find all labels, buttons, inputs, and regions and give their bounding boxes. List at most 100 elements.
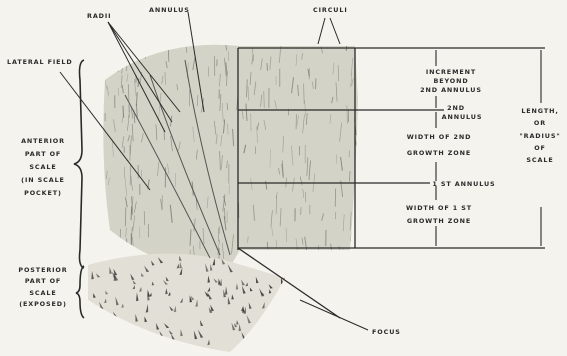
length-label: OR: [534, 119, 546, 127]
circuli-leader: [330, 18, 340, 44]
width1-label: GROWTH ZONE: [407, 217, 471, 225]
annulus-label: ANNULUS: [149, 6, 190, 14]
scale-posterior-region: [88, 254, 290, 356]
ctenii-spine: [125, 345, 128, 351]
length-label: SCALE: [526, 156, 553, 164]
ctenii-spine: [247, 344, 250, 352]
ctenii-spine: [281, 308, 284, 316]
ctenii-spine: [285, 295, 289, 300]
circulus-stroke: [264, 91, 265, 108]
second-annulus-label: ANNULUS: [442, 113, 483, 121]
posterior-label: (EXPOSED): [19, 300, 67, 308]
ctenii-spine: [92, 308, 95, 315]
increment-label: 2ND ANNULUS: [420, 86, 482, 94]
ctenii-spine: [91, 326, 94, 331]
lateral-field-label: LATERAL FIELD: [7, 58, 73, 66]
scale-body: [103, 45, 358, 275]
width1-label: WIDTH OF 1 ST: [406, 204, 472, 212]
ctenii-spine: [187, 346, 190, 351]
ctenii-spine: [248, 346, 253, 353]
anterior-label: POCKET): [24, 189, 62, 197]
ctenii-spine: [144, 338, 147, 343]
focus-leader: [300, 300, 368, 330]
circulus-stroke: [283, 252, 285, 266]
increment-label: BEYOND: [433, 77, 468, 85]
circulus-stroke: [121, 239, 123, 248]
ctenii-spine: [115, 326, 118, 330]
ctenii-spine: [97, 318, 100, 326]
increment-label: INCREMENT: [426, 68, 476, 76]
anterior-label: PART OF: [25, 150, 61, 158]
ctenii-spine: [189, 350, 192, 356]
ctenii-spine: [270, 304, 273, 312]
ctenii-spine: [258, 347, 261, 355]
ctenii-spine: [284, 272, 287, 280]
circuli-label: CIRCULI: [313, 6, 348, 14]
ctenii-spine: [286, 322, 290, 328]
ctenii-spine: [96, 341, 101, 346]
ctenii-spine: [286, 334, 289, 341]
ctenii-spine: [125, 336, 129, 341]
ctenii-spine: [146, 336, 151, 343]
circulus-stroke: [131, 206, 132, 220]
anterior-label: (IN SCALE: [21, 176, 65, 184]
circulus-stroke: [121, 45, 122, 59]
ctenii-spine: [265, 325, 268, 334]
posterior-label: SCALE: [29, 289, 56, 297]
length-label: "RADIUS": [519, 132, 560, 140]
circulus-stroke: [102, 203, 103, 215]
focus-label: FOCUS: [372, 328, 401, 336]
ctenii-spine: [140, 348, 143, 356]
circulus-stroke: [342, 249, 343, 261]
ctenii-spine: [272, 316, 277, 321]
posterior-label: POSTERIOR: [18, 266, 67, 274]
circuli-leader: [318, 18, 325, 44]
radii-label: RADII: [87, 12, 111, 20]
ctenii-spine: [89, 327, 94, 333]
ctenii-spine: [210, 350, 213, 355]
circulus-stroke: [312, 252, 313, 269]
ctenii-spine: [126, 329, 129, 337]
second-annulus-label: 2ND: [447, 104, 465, 112]
ctenii-spine: [145, 341, 148, 348]
posterior-label: PART OF: [25, 277, 61, 285]
ctenii-spine: [151, 342, 154, 348]
ctenii-spine: [105, 345, 107, 350]
ctenii-spine: [97, 320, 102, 325]
ctenii-spine: [272, 346, 276, 351]
ctenii-spine: [96, 327, 99, 331]
circulus-stroke: [98, 145, 100, 157]
anterior-label: ANTERIOR: [21, 137, 65, 145]
anterior-brace: [74, 60, 84, 268]
scale-anterior-region: [98, 40, 360, 275]
first-annulus-label: 1 ST ANNULUS: [432, 180, 495, 188]
ctenii-spine: [116, 326, 119, 331]
anterior-label: SCALE: [29, 163, 56, 171]
ctenii-spine: [285, 258, 290, 266]
length-label: OF: [534, 144, 546, 152]
circulus-stroke: [106, 219, 107, 229]
ctenii-spine: [274, 315, 277, 319]
ctenii-spine: [188, 344, 191, 350]
ctenii-spine: [252, 263, 255, 269]
circulus-stroke: [143, 41, 145, 59]
ctenii-spine: [193, 347, 196, 353]
circulus-stroke: [169, 40, 170, 48]
circulus-stroke: [104, 209, 105, 221]
braces: [74, 60, 84, 318]
width2-label: GROWTH ZONE: [407, 149, 471, 157]
posterior-brace: [76, 266, 84, 318]
ctenii-spine: [175, 348, 180, 352]
ctenii-spine: [256, 335, 259, 343]
circulus-stroke: [357, 200, 358, 219]
circulus-stroke: [121, 55, 122, 64]
circulus-stroke: [356, 180, 357, 195]
width2-label: WIDTH OF 2ND: [407, 133, 472, 141]
ctenii-spine: [109, 347, 113, 352]
circulus-stroke: [352, 224, 353, 230]
ctenii-spine: [177, 343, 180, 350]
ctenii-spine: [158, 346, 162, 350]
length-label: LENGTH,: [521, 107, 558, 115]
